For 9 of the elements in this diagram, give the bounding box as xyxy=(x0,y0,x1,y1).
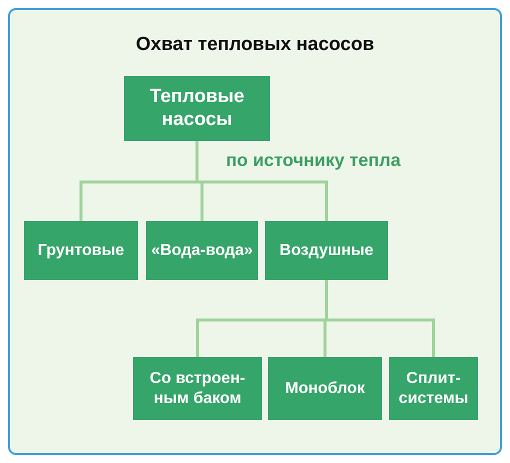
category-box: Воздушные xyxy=(265,221,388,280)
category-box: Грунтовые xyxy=(24,221,138,280)
edge-group-label: по источнику тепла xyxy=(226,150,401,171)
category-box: Тепловые насосы xyxy=(124,76,270,141)
category-box: Сплит-системы xyxy=(389,357,478,420)
category-box: Со встроен-ным баком xyxy=(133,357,262,420)
category-box: «Вода-вода» xyxy=(146,221,258,280)
title: Охват тепловых насосов xyxy=(134,34,376,56)
category-box: Моноблок xyxy=(268,357,382,420)
